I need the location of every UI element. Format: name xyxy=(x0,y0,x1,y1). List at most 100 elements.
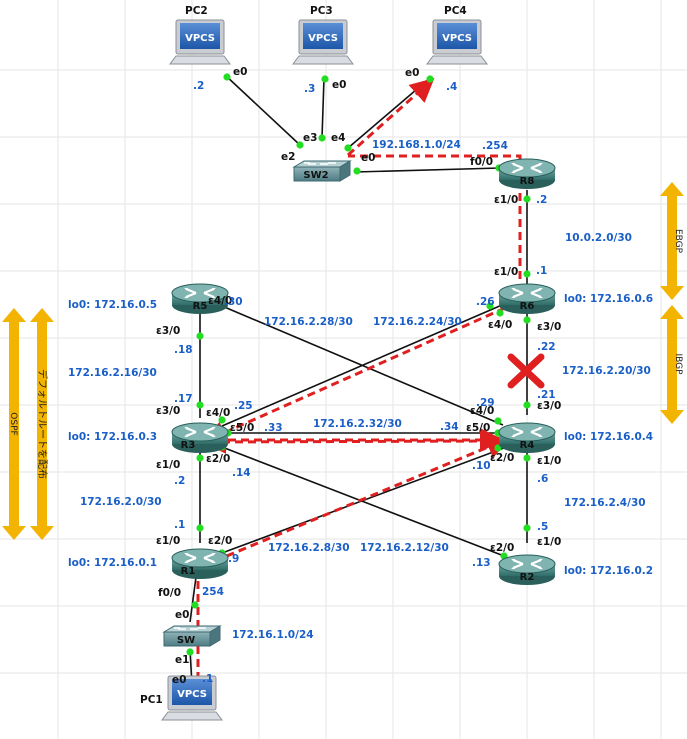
router-label: R3 xyxy=(181,440,196,451)
subnet-label: 172.16.2.16/30 xyxy=(68,367,157,379)
iface-label: ε2/0 xyxy=(206,453,230,465)
router-label: R1 xyxy=(181,566,196,577)
ip-suffix: .2 xyxy=(193,80,204,92)
iface-label: ε2/0 xyxy=(208,535,232,547)
vpcs-badge: VPCS xyxy=(308,33,338,44)
loopback-label-r6: lo0: 172.16.0.6 xyxy=(564,293,653,305)
iface-label: f0/0 xyxy=(470,156,493,168)
pc1-name: PC1 xyxy=(140,694,163,706)
subnet-label: 172.16.2.4/30 xyxy=(564,497,646,509)
iface-label: e0 xyxy=(233,66,247,78)
subnet-label: 172.16.2.24/30 xyxy=(373,316,462,328)
router-r4[interactable]: R4 xyxy=(497,421,557,455)
router-r5[interactable]: R5 xyxy=(170,282,230,316)
switch-label: SW2 xyxy=(303,170,328,181)
subnet-label: 172.16.2.20/30 xyxy=(562,365,651,377)
ip-suffix: .14 xyxy=(232,467,251,479)
iface-label: ε4/0 xyxy=(470,405,494,417)
subnet-label: 172.16.2.12/30 xyxy=(360,542,449,554)
iface-label: ε5/0 xyxy=(466,422,490,434)
iface-label: ε3/0 xyxy=(156,405,180,417)
ip-suffix: .26 xyxy=(476,296,495,308)
iface-label: ε4/0 xyxy=(208,295,232,307)
iface-label: e0 xyxy=(332,79,346,91)
loopback-label-r4: lo0: 172.16.0.4 xyxy=(564,431,653,443)
router-label: R4 xyxy=(520,440,535,451)
link-r3-r2 xyxy=(221,446,505,557)
router-r1[interactable]: R1 xyxy=(170,547,230,581)
pc3-name: PC3 xyxy=(310,5,333,17)
link-sw2-r8 xyxy=(354,167,501,173)
router-r3[interactable]: R3 xyxy=(170,421,230,455)
ip-suffix: .1 xyxy=(174,519,185,531)
ip-suffix: 254 xyxy=(202,586,224,598)
loopback-labels: lo0: 172.16.0.5 lo0: 172.16.0.6 lo0: 172… xyxy=(68,293,653,577)
ibgp-range-arrow: IBGP xyxy=(660,305,684,424)
pc4-name: PC4 xyxy=(444,5,467,17)
iface-label: e0 xyxy=(175,609,189,621)
vpcs-badge: VPCS xyxy=(177,689,207,700)
iface-label: ε1/0 xyxy=(537,536,561,548)
iface-label: e3 xyxy=(303,132,317,144)
default-route-label: デフォルトルートを配布 xyxy=(36,369,49,479)
ip-suffix: .1 xyxy=(536,265,547,277)
default-route-range-arrow: デフォルトルートを配布 xyxy=(30,308,54,540)
pc3[interactable]: VPCS xyxy=(292,19,354,65)
router-label: R8 xyxy=(520,176,535,187)
router-r6[interactable]: R6 xyxy=(497,282,557,316)
ip-suffix: .25 xyxy=(234,400,253,412)
ebgp-label: EBGP xyxy=(673,229,683,254)
iface-label: e2 xyxy=(281,151,295,163)
ip-suffix: .13 xyxy=(472,557,491,569)
ip-suffix: .3 xyxy=(304,83,315,95)
vpcs-badge: VPCS xyxy=(442,33,472,44)
pc2[interactable]: VPCS xyxy=(169,19,231,65)
iface-label: ε1/0 xyxy=(156,459,180,471)
ibgp-label: IBGP xyxy=(673,353,683,375)
ip-suffix: .254 xyxy=(482,140,508,152)
link-pc3-sw2 xyxy=(321,77,325,139)
router-label: R2 xyxy=(520,572,535,583)
iface-label: ε1/0 xyxy=(537,455,561,467)
loopback-label-r5: lo0: 172.16.0.5 xyxy=(68,299,157,311)
router-r2[interactable]: R2 xyxy=(497,553,557,587)
loopback-label-r1: lo0: 172.16.0.1 xyxy=(68,557,157,569)
link-r6-r3 xyxy=(221,304,503,427)
router-r8[interactable]: R8 xyxy=(497,157,557,191)
iface-label: ε4/0 xyxy=(206,407,230,419)
iface-label: ε3/0 xyxy=(537,400,561,412)
path-r8-sw2 xyxy=(348,154,522,160)
router-label: R5 xyxy=(193,301,208,312)
switch-sw2[interactable]: SW2 xyxy=(293,160,351,182)
pc1[interactable]: VPCS xyxy=(161,675,223,721)
iface-label: ε1/0 xyxy=(156,535,180,547)
subnet-label: 172.16.2.28/30 xyxy=(264,316,353,328)
subnet-label: 172.16.2.0/30 xyxy=(80,496,162,508)
iface-label: e4 xyxy=(331,132,345,144)
switch-sw[interactable]: SW xyxy=(163,625,221,647)
iface-label: e0 xyxy=(361,152,375,164)
router-label: R6 xyxy=(520,301,535,312)
ospf-label: OSPF xyxy=(8,412,18,435)
iface-label: ε5/0 xyxy=(230,422,254,434)
path-r3-r6 xyxy=(202,306,506,444)
pc4[interactable]: VPCS xyxy=(426,19,488,65)
ip-suffix: .6 xyxy=(537,473,548,485)
iface-label: ε2/0 xyxy=(490,542,514,554)
path-r4-r3 xyxy=(202,429,491,454)
iface-label: ε1/0 xyxy=(494,266,518,278)
link-r1-sw xyxy=(189,576,197,623)
ip-suffix: .1 xyxy=(202,673,213,685)
subnet-label: 172.16.1.0/24 xyxy=(232,629,314,641)
ip-suffix: .17 xyxy=(174,393,193,405)
interface-labels: e0 e0 e0 e2 e3 e4 e0 f0/0 ε1/0 ε1/0 ε3/0… xyxy=(156,66,561,686)
vpcs-badge: VPCS xyxy=(185,33,215,44)
ip-suffix: .2 xyxy=(536,194,547,206)
iface-label: f0/0 xyxy=(158,587,181,599)
subnet-label: 172.16.2.8/30 xyxy=(268,542,350,554)
ip-suffix: .29 xyxy=(476,397,495,409)
ip-suffix: .9 xyxy=(228,553,239,565)
subnet-labels: 192.168.1.0/24 10.0.2.0/30 172.16.2.28/3… xyxy=(68,139,651,641)
iface-label: e0 xyxy=(172,674,186,686)
